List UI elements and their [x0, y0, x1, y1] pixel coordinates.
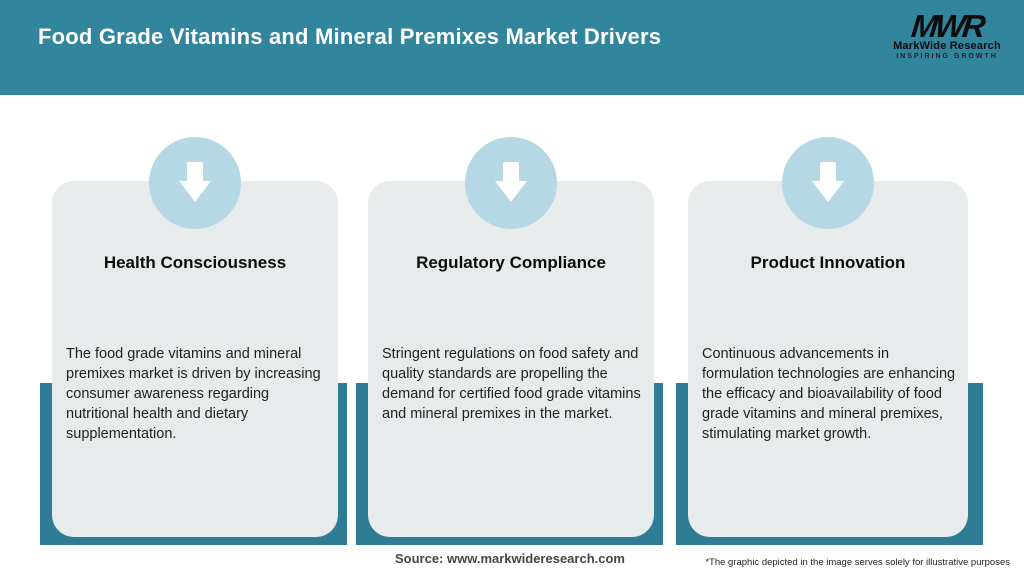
logo-monogram: MWR: [909, 8, 985, 44]
card-description: Continuous advancements in formulation t…: [702, 345, 956, 442]
driver-card-regulatory-compliance: Regulatory Compliance Stringent regulati…: [368, 181, 654, 537]
logo-name: MarkWide Research: [893, 40, 1001, 52]
driver-card-health-consciousness: Health Consciousness The food grade vita…: [52, 181, 338, 537]
card-description: Stringent regulations on food safety and…: [382, 345, 641, 422]
arrow-down-icon: [495, 162, 527, 202]
page-title: Food Grade Vitamins and Mineral Premixes…: [38, 24, 662, 49]
card-description: The food grade vitamins and mineral prem…: [66, 345, 321, 442]
arrow-circle: [465, 137, 557, 229]
driver-card-product-innovation: Product Innovation Continuous advancemen…: [688, 181, 968, 537]
arrow-down-icon: [812, 162, 844, 202]
source-text: Source: www.markwideresearch.com: [394, 551, 625, 566]
arrow-down-icon: [179, 162, 211, 202]
card-title: Regulatory Compliance: [416, 253, 606, 272]
header-bar: Food Grade Vitamins and Mineral Premixes…: [0, 0, 1024, 95]
arrow-circle: [149, 137, 241, 229]
card-title: Product Innovation: [750, 253, 906, 272]
markwide-research-logo: MWR MarkWide Research INSPIRING GROWTH: [892, 8, 1002, 60]
card-title: Health Consciousness: [103, 253, 287, 272]
arrow-circle: [782, 137, 874, 229]
logo-tagline: INSPIRING GROWTH: [896, 53, 998, 60]
disclaimer-text: *The graphic depicted in the image serve…: [705, 557, 1010, 568]
